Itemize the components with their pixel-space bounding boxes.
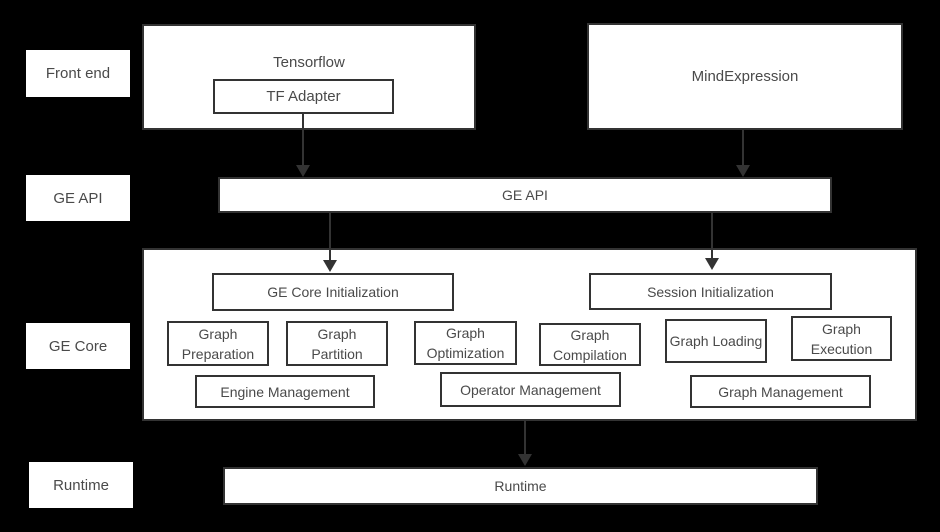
stage-box-graph-optimization: Graph Optimization (414, 321, 517, 365)
engine-management-box: Engine Management (195, 375, 375, 408)
management-label: Operator Management (460, 381, 601, 398)
runtime-label: Runtime (494, 478, 547, 494)
tensorflow-title: Tensorflow (273, 54, 345, 71)
ge-core-box: GE Core Initialization Session Initializ… (142, 248, 917, 421)
stage-label: Graph Loading (669, 333, 763, 349)
tf-adapter-box: TF Adapter (213, 79, 394, 114)
mindexpression-box: MindExpression (587, 23, 903, 130)
layer-label-runtime: Runtime (29, 462, 133, 508)
layer-label-text: Front end (45, 65, 111, 82)
layer-label-front-end: Front end (26, 50, 130, 97)
layer-label-text: GE API (53, 189, 103, 207)
mindexpression-label: MindExpression (691, 68, 799, 85)
stage-box-graph-execution: Graph Execution (791, 316, 892, 361)
tensorflow-box: Tensorflow TF Adapter (142, 24, 476, 130)
stage-box-graph-preparation: Graph Preparation (167, 321, 269, 366)
layer-label-text: Runtime (53, 476, 109, 494)
stage-box-graph-partition: Graph Partition (286, 321, 388, 366)
runtime-bar: Runtime (223, 467, 818, 505)
stage-box-graph-loading: Graph Loading (665, 319, 767, 363)
graph-management-box: Graph Management (690, 375, 871, 408)
ge-api-label: GE API (502, 187, 548, 203)
stage-label: Graph Optimization (426, 325, 505, 361)
session-initialization-box: Session Initialization (589, 273, 832, 310)
layer-label-text: GE Core (48, 337, 108, 355)
ge-core-initialization-label: GE Core Initialization (267, 284, 399, 300)
tf-adapter-label: TF Adapter (266, 88, 341, 105)
ge-core-initialization-box: GE Core Initialization (212, 273, 454, 311)
layer-label-ge-core: GE Core (26, 323, 130, 369)
management-label: Engine Management (220, 383, 350, 400)
stage-label: Graph Compilation (553, 326, 627, 363)
management-label: Graph Management (718, 383, 843, 400)
session-initialization-label: Session Initialization (647, 283, 774, 300)
operator-management-box: Operator Management (440, 372, 621, 407)
stage-label: Graph Partition (311, 325, 363, 362)
stage-label: Graph Preparation (181, 325, 255, 362)
stage-box-graph-compilation: Graph Compilation (539, 323, 641, 366)
layer-label-ge-api: GE API (26, 175, 130, 221)
ge-api-bar: GE API (218, 177, 832, 213)
stage-label: Graph Execution (810, 320, 873, 357)
